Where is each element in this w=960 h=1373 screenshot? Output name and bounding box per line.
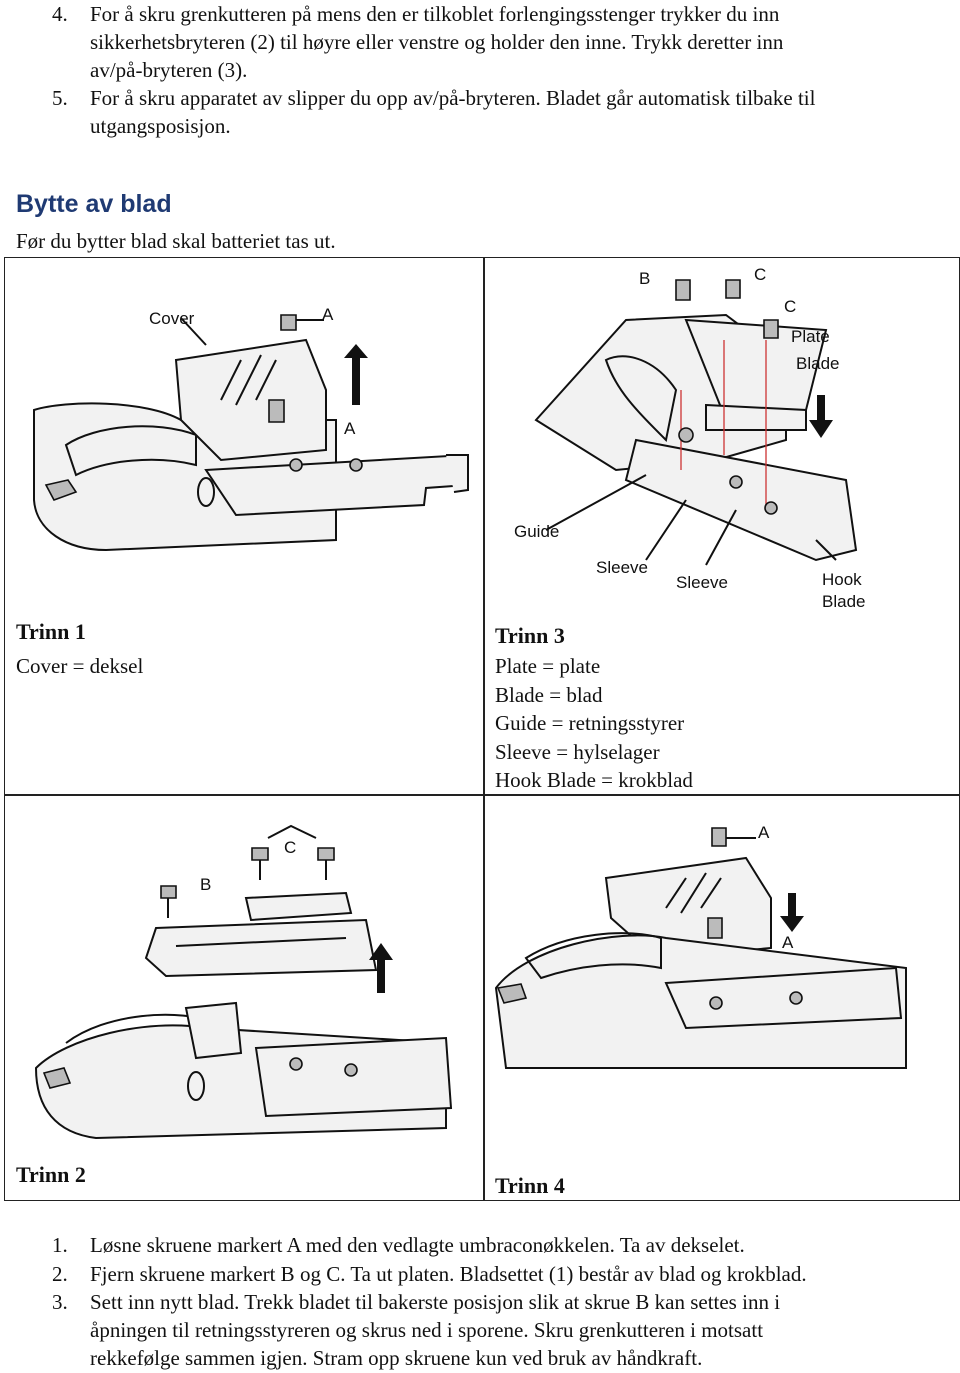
step-line: For å skru apparatet av slipper du opp a… (90, 86, 816, 110)
step-line: For å skru grenkutteren på mens den er t… (90, 2, 780, 26)
callout-b: B (200, 875, 211, 894)
trinn4-illustration: A A (494, 823, 907, 1069)
legend-line: Guide = retningsstyrer (495, 711, 685, 735)
callout-a: A (782, 933, 794, 952)
callout-c: C (284, 838, 296, 857)
step-number: 3. (52, 1290, 68, 1314)
step-line: utgangsposisjon. (90, 114, 231, 138)
legend-line: Cover = deksel (16, 654, 144, 678)
callout-sleeve: Sleeve (596, 558, 648, 577)
step-number: 5. (52, 86, 68, 110)
section-title: Bytte av blad (16, 190, 172, 218)
callout-sleeve: Sleeve (676, 573, 728, 592)
section-intro: Før du bytter blad skal batteriet tas ut… (16, 229, 336, 253)
trinn3-illustration: B C C Plate Blade Guide Sleeve Sleeve Ho… (514, 265, 865, 611)
trinn2-illustration: B C (34, 824, 453, 1140)
legend-line: Sleeve = hylselager (495, 740, 660, 764)
step-title-trinn4: Trinn 4 (495, 1173, 565, 1198)
callout-a: A (344, 419, 356, 438)
step-number: 1. (52, 1233, 68, 1257)
step-title-trinn1: Trinn 1 (16, 619, 86, 644)
callout-c: C (754, 265, 766, 284)
callout-plate: Plate (791, 327, 830, 346)
step-line: sikkerhetsbryteren (2) til høyre eller v… (90, 30, 784, 54)
legend-line: Plate = plate (495, 654, 601, 678)
callout-a: A (758, 823, 770, 842)
step-line: åpningen til retningsstyreren og skrus n… (90, 1318, 764, 1342)
legend-line: Hook Blade = krokblad (495, 768, 693, 792)
callout-hook: Hook (822, 570, 862, 589)
step-line: Løsne skruene markert A med den vedlagte… (90, 1233, 745, 1257)
callout-blade: Blade (796, 354, 839, 373)
step-number: 4. (52, 2, 68, 26)
step-title-trinn2: Trinn 2 (16, 1162, 86, 1187)
callout-guide: Guide (514, 522, 559, 541)
callout-c: C (784, 297, 796, 316)
panel-trinn1 (4, 257, 485, 796)
legend-line: Blade = blad (495, 683, 603, 707)
panel-trinn2 (4, 794, 485, 1201)
step-line: rekkefølge sammen igjen. Stram opp skrue… (90, 1346, 703, 1370)
step-line: Fjern skruene markert B og C. Ta ut plat… (90, 1262, 807, 1286)
callout-a: A (322, 305, 334, 324)
step-title-trinn3: Trinn 3 (495, 623, 565, 648)
step-line: Sett inn nytt blad. Trekk bladet til bak… (90, 1290, 781, 1314)
trinn1-illustration: Cover A A (33, 305, 470, 552)
step-number: 2. (52, 1262, 68, 1286)
step-line: av/på-bryteren (3). (90, 58, 248, 82)
callout-b: B (639, 269, 650, 288)
callout-cover: Cover (149, 309, 195, 328)
callout-hook-blade: Blade (822, 592, 865, 611)
